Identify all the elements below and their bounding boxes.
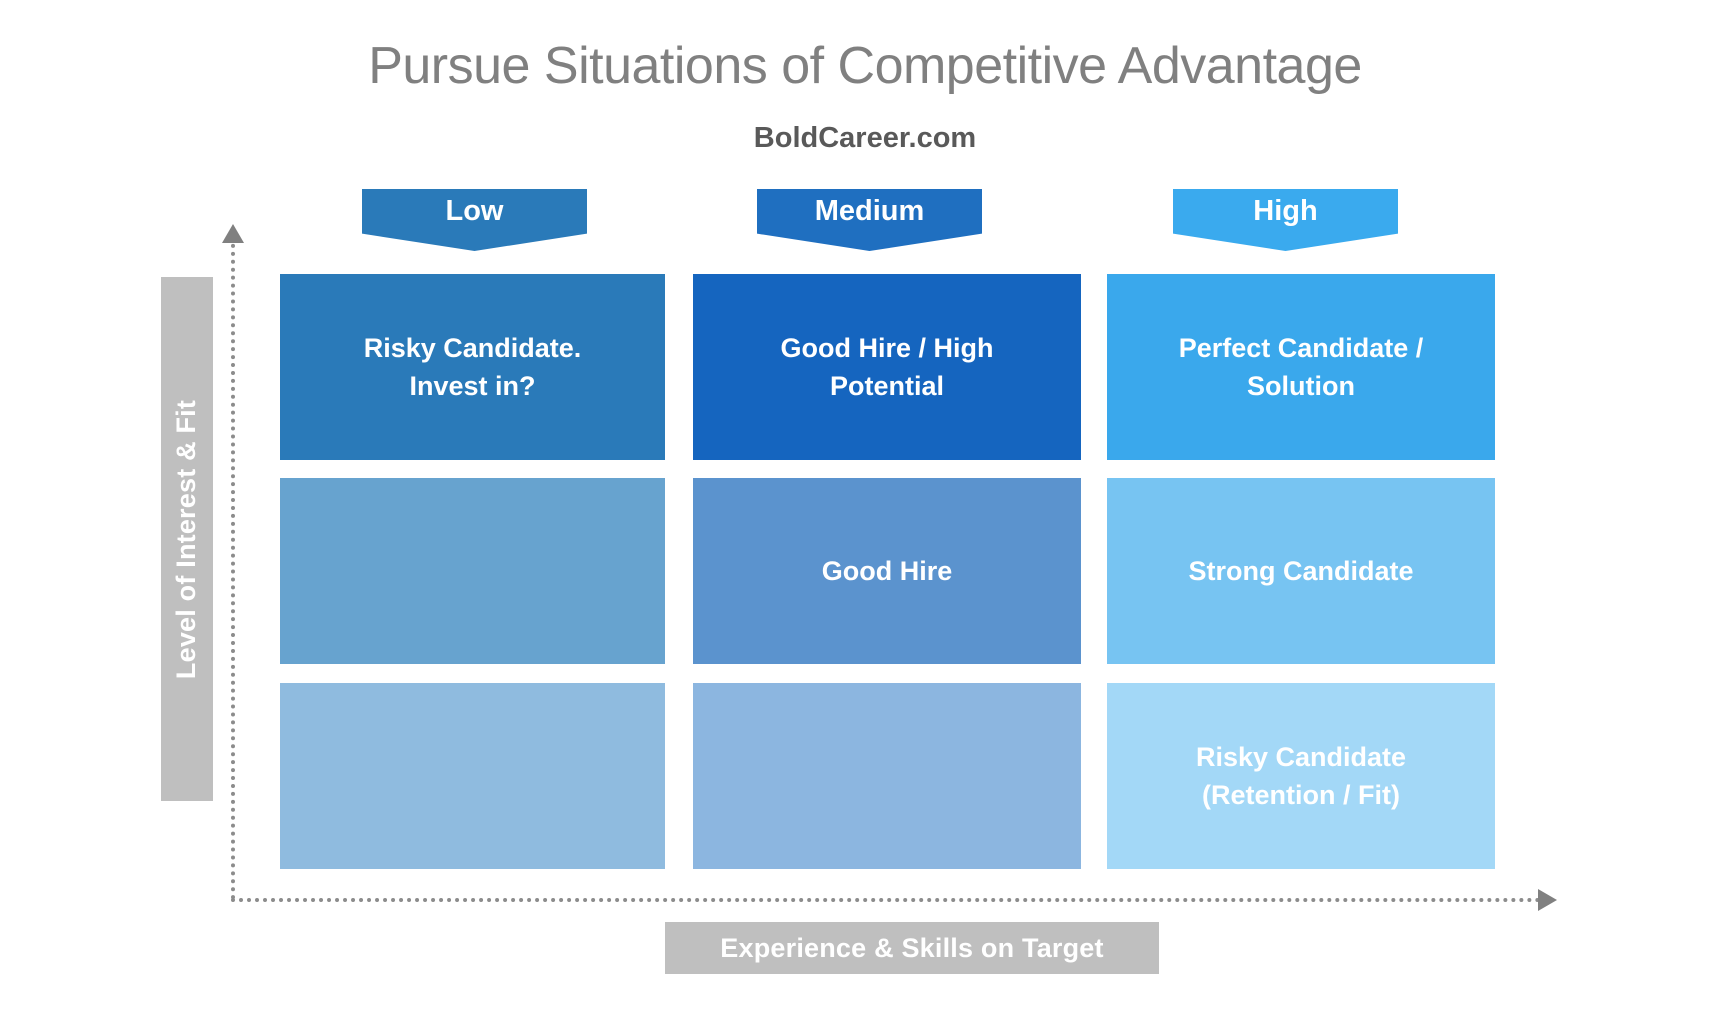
y-axis-arrow-icon bbox=[222, 224, 244, 243]
matrix-cell: Perfect Candidate /Solution bbox=[1107, 274, 1495, 460]
matrix-cell bbox=[280, 478, 665, 664]
page-title: Pursue Situations of Competitive Advanta… bbox=[368, 37, 1362, 95]
matrix-cell-label: Risky Candidate(Retention / Fit) bbox=[1195, 741, 1407, 810]
matrix-cell-label: Strong Candidate bbox=[1188, 555, 1414, 586]
matrix-cell-label: Perfect Candidate /Solution bbox=[1178, 332, 1424, 401]
y-axis-title: Level of Interest & Fit bbox=[161, 277, 213, 801]
x-axis-arrow-icon bbox=[1538, 889, 1557, 911]
matrix-cell: Risky Candidate.Invest in? bbox=[280, 274, 665, 460]
matrix-cell-label: Risky Candidate.Invest in? bbox=[363, 332, 582, 401]
column-header-label: High bbox=[1253, 195, 1318, 227]
y-axis-title-label: Level of Interest & Fit bbox=[171, 399, 202, 679]
matrix-cell: Good Hire bbox=[693, 478, 1081, 664]
column-header-label: Low bbox=[445, 195, 504, 227]
x-axis-line bbox=[231, 898, 1541, 902]
column-header-medium: Medium bbox=[757, 189, 982, 251]
column-header-label: Medium bbox=[814, 195, 925, 227]
matrix-cell bbox=[693, 683, 1081, 869]
y-axis-line bbox=[231, 228, 235, 900]
column-header-high: High bbox=[1173, 189, 1398, 251]
x-axis-title-label: Experience & Skills on Target bbox=[720, 932, 1104, 963]
matrix-cell: Strong Candidate bbox=[1107, 478, 1495, 664]
column-header-low: Low bbox=[362, 189, 587, 251]
matrix-cell-label: Good Hire bbox=[821, 555, 953, 586]
subtitle-brand: BoldCareer.com bbox=[753, 122, 977, 154]
x-axis-title: Experience & Skills on Target bbox=[665, 922, 1159, 974]
matrix-cell bbox=[280, 683, 665, 869]
matrix-cell: Risky Candidate(Retention / Fit) bbox=[1107, 683, 1495, 869]
